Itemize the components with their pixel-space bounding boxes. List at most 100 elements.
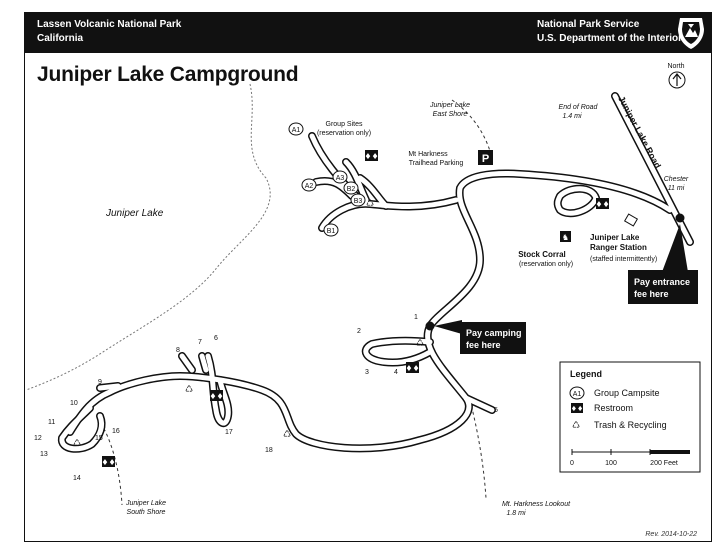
restroom-icon: ♦♦ (364, 150, 379, 161)
svg-text:♦♦: ♦♦ (595, 200, 609, 209)
park-state: California (37, 33, 84, 44)
svg-text:A3: A3 (336, 175, 345, 182)
site-18: 18 (265, 447, 273, 454)
stock-corral-subtitle: (reservation only) (519, 261, 573, 268)
map-frame: Lassen Volcanic National Park California… (24, 12, 712, 542)
trail-east-shore (451, 99, 493, 159)
svg-text:♦♦: ♦♦ (209, 392, 223, 401)
chester-distance: 11 mi (668, 185, 685, 192)
svg-text:Pay camping: Pay camping (466, 328, 522, 338)
legend-title: Legend (570, 369, 602, 379)
entrance-fee-callout: Pay entrance fee here (628, 213, 698, 304)
ranger-station-line2: Ranger Station (590, 243, 647, 252)
road-label: Juniper Lake Road (616, 94, 663, 170)
legend-label-restroom: Restroom (594, 403, 633, 413)
east-shore-label-2: East Shore (433, 111, 468, 118)
stock-corral-title: Stock Corral (518, 250, 566, 259)
restroom-icon: ♦♦ (101, 456, 116, 467)
agency-name: National Park Service (537, 19, 640, 30)
group-site-a2: A2 (301, 178, 317, 192)
svg-text:B3: B3 (354, 198, 363, 205)
trash-recycling-icon: ♺ (185, 385, 193, 395)
campsite-numbers: 1 2 3 4 5 6 7 8 9 10 11 12 13 14 15 16 1… (34, 314, 498, 482)
trailhead-line1: Mt Harkness (408, 151, 448, 158)
site-14: 14 (73, 475, 81, 482)
svg-text:♦♦: ♦♦ (571, 405, 584, 413)
harkness-lookout-distance: 1.8 mi (506, 510, 526, 517)
site-5: 5 (494, 407, 498, 414)
trail-harkness (469, 399, 487, 499)
group-site-markers: A1 A2 A3 B1 B2 B3 (288, 122, 366, 237)
site-10: 10 (70, 400, 78, 407)
site-12: 12 (34, 435, 42, 442)
site-1: 1 (414, 314, 418, 321)
svg-text:♞: ♞ (562, 233, 569, 242)
legend-item-trash: ♺ Trash & Recycling (572, 420, 667, 431)
svg-text:fee here: fee here (634, 289, 669, 299)
legend-label-group-campsite: Group Campsite (594, 388, 660, 398)
legend: Legend A1 Group Campsite ♦♦ Restroom ♺ T… (559, 361, 701, 473)
trailhead-line2: Trailhead Parking (409, 160, 464, 167)
camping-fee-callout: Pay camping fee here (425, 320, 526, 354)
legend-item-group-campsite: A1 Group Campsite (569, 386, 660, 400)
header-banner: Lassen Volcanic National Park California… (25, 13, 711, 53)
restroom-icon: ♦♦ (405, 362, 420, 373)
svg-text:B2: B2 (347, 186, 356, 193)
stock-corral-icon: ♞ (560, 231, 571, 242)
scale-bar: 0 100 200 Feet (570, 449, 690, 467)
restroom-icon: ♦♦ (209, 390, 224, 401)
ranger-station-note: (staffed intermittently) (590, 256, 657, 263)
site-16: 16 (112, 428, 120, 435)
site-13: 13 (40, 451, 48, 458)
svg-text:A1: A1 (292, 127, 301, 134)
site-2: 2 (357, 328, 361, 335)
south-shore-label: Juniper Lake (125, 500, 166, 507)
ranger-station-line1: Juniper Lake (590, 233, 640, 242)
scale-tick-100: 100 (605, 460, 617, 467)
trash-recycling-icon: ♺ (572, 421, 580, 431)
trash-recycling-icon: ♺ (73, 439, 81, 449)
group-site-a3: A3 (332, 170, 348, 184)
site-6: 6 (214, 335, 218, 342)
site-9: 9 (98, 379, 102, 386)
group-site-b1: B1 (323, 223, 339, 237)
end-of-road-label: End of Road (559, 104, 599, 111)
group-sites-subtitle: (reservation only) (317, 130, 371, 137)
site-7: 7 (198, 339, 202, 346)
restroom-icon: ♦♦ (595, 198, 610, 209)
group-site-b2: B2 (343, 181, 359, 195)
lake-label: Juniper Lake (105, 208, 164, 219)
trash-recycling-icon: ♺ (283, 430, 291, 440)
harkness-lookout-label: Mt. Harkness Lookout (502, 501, 571, 508)
end-of-road-distance: 1.4 mi (562, 113, 582, 120)
svg-text:A2: A2 (305, 183, 314, 190)
scale-tick-200: 200 Feet (650, 460, 678, 467)
parking-icon: P (478, 150, 493, 165)
group-campsite-icon: A1 (573, 391, 582, 398)
group-site-b3: B3 (350, 193, 366, 207)
legend-label-trash: Trash & Recycling (594, 420, 667, 430)
revision-date: Rev. 2014-10-22 (645, 531, 697, 538)
map-title: Juniper Lake Campground (37, 63, 299, 86)
group-sites-title: Group Sites (326, 121, 363, 128)
south-shore-label-2: South Shore (127, 509, 166, 516)
chester-label: Chester (664, 176, 689, 183)
park-name: Lassen Volcanic National Park (37, 19, 182, 30)
svg-text:♦♦: ♦♦ (364, 152, 378, 161)
lake-shoreline (25, 83, 271, 391)
trash-recycling-icon: ♺ (366, 199, 374, 209)
legend-item-restroom: ♦♦ Restroom (571, 403, 633, 413)
trash-recycling-icon: ♺ (416, 339, 424, 349)
group-site-a1: A1 (288, 122, 304, 136)
svg-text:♦♦: ♦♦ (405, 364, 419, 373)
svg-text:Pay entrance: Pay entrance (634, 277, 690, 287)
east-shore-label: Juniper Lake (429, 102, 470, 109)
svg-text:B1: B1 (327, 228, 336, 235)
agency-department: U.S. Department of the Interior (537, 33, 683, 44)
site-4: 4 (394, 369, 398, 376)
ranger-station-building (623, 213, 639, 227)
north-label: North (667, 63, 684, 70)
site-8: 8 (176, 347, 180, 354)
svg-text:fee here: fee here (466, 340, 501, 350)
